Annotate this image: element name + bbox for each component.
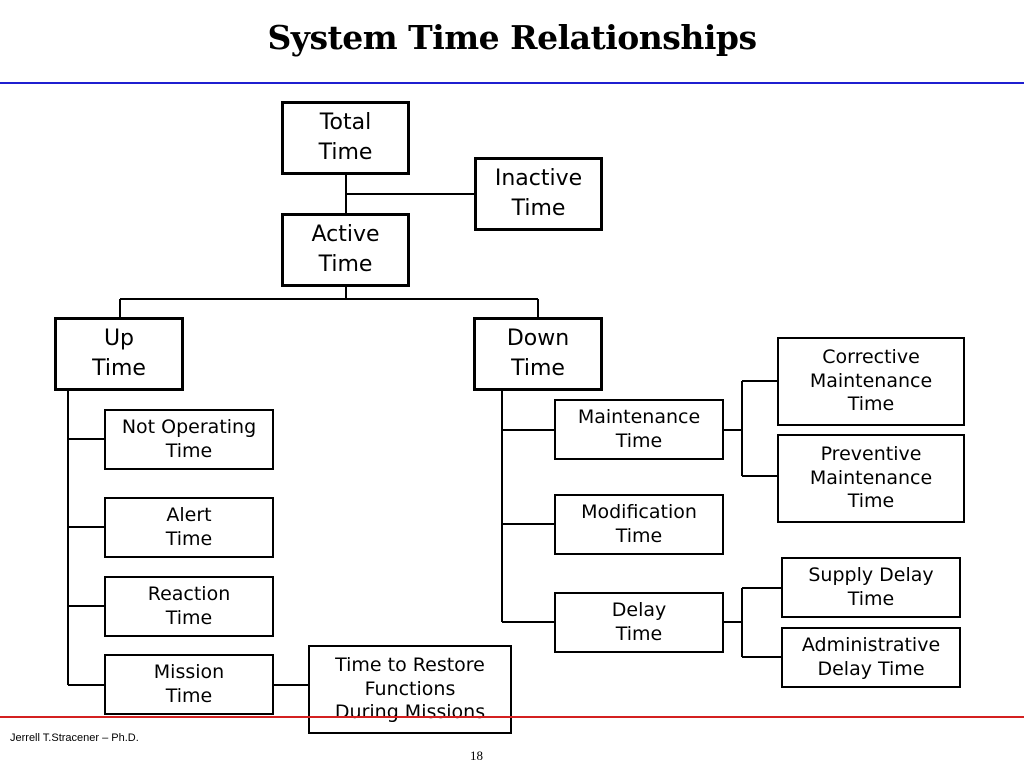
node-modification-time: Modification Time — [554, 494, 724, 555]
node-down-time: Down Time — [473, 317, 603, 391]
node-reaction-time: Reaction Time — [104, 576, 274, 637]
page-number: 18 — [470, 748, 483, 763]
node-mission-time: Mission Time — [104, 654, 274, 715]
node-up-time: Up Time — [54, 317, 184, 391]
node-time-to-restore-functions: Time to Restore Functions During Mission… — [308, 645, 512, 734]
node-corrective-maintenance-time: Corrective Maintenance Time — [777, 337, 965, 426]
bottom-rule — [0, 716, 1024, 718]
node-delay-time: Delay Time — [554, 592, 724, 653]
slide-title: System Time Relationships — [267, 18, 757, 57]
node-supply-delay-time: Supply Delay Time — [781, 557, 961, 618]
node-maintenance-time: Maintenance Time — [554, 399, 724, 460]
node-administrative-delay-time: Administrative Delay Time — [781, 627, 961, 688]
node-alert-time: Alert Time — [104, 497, 274, 558]
node-active-time: Active Time — [281, 213, 410, 287]
node-preventive-maintenance-time: Preventive Maintenance Time — [777, 434, 965, 523]
node-not-operating-time: Not Operating Time — [104, 409, 274, 470]
top-rule — [0, 82, 1024, 84]
node-inactive-time: Inactive Time — [474, 157, 603, 231]
footer-author: Jerrell T.Stracener – Ph.D. — [10, 732, 139, 744]
node-total-time: Total Time — [281, 101, 410, 175]
